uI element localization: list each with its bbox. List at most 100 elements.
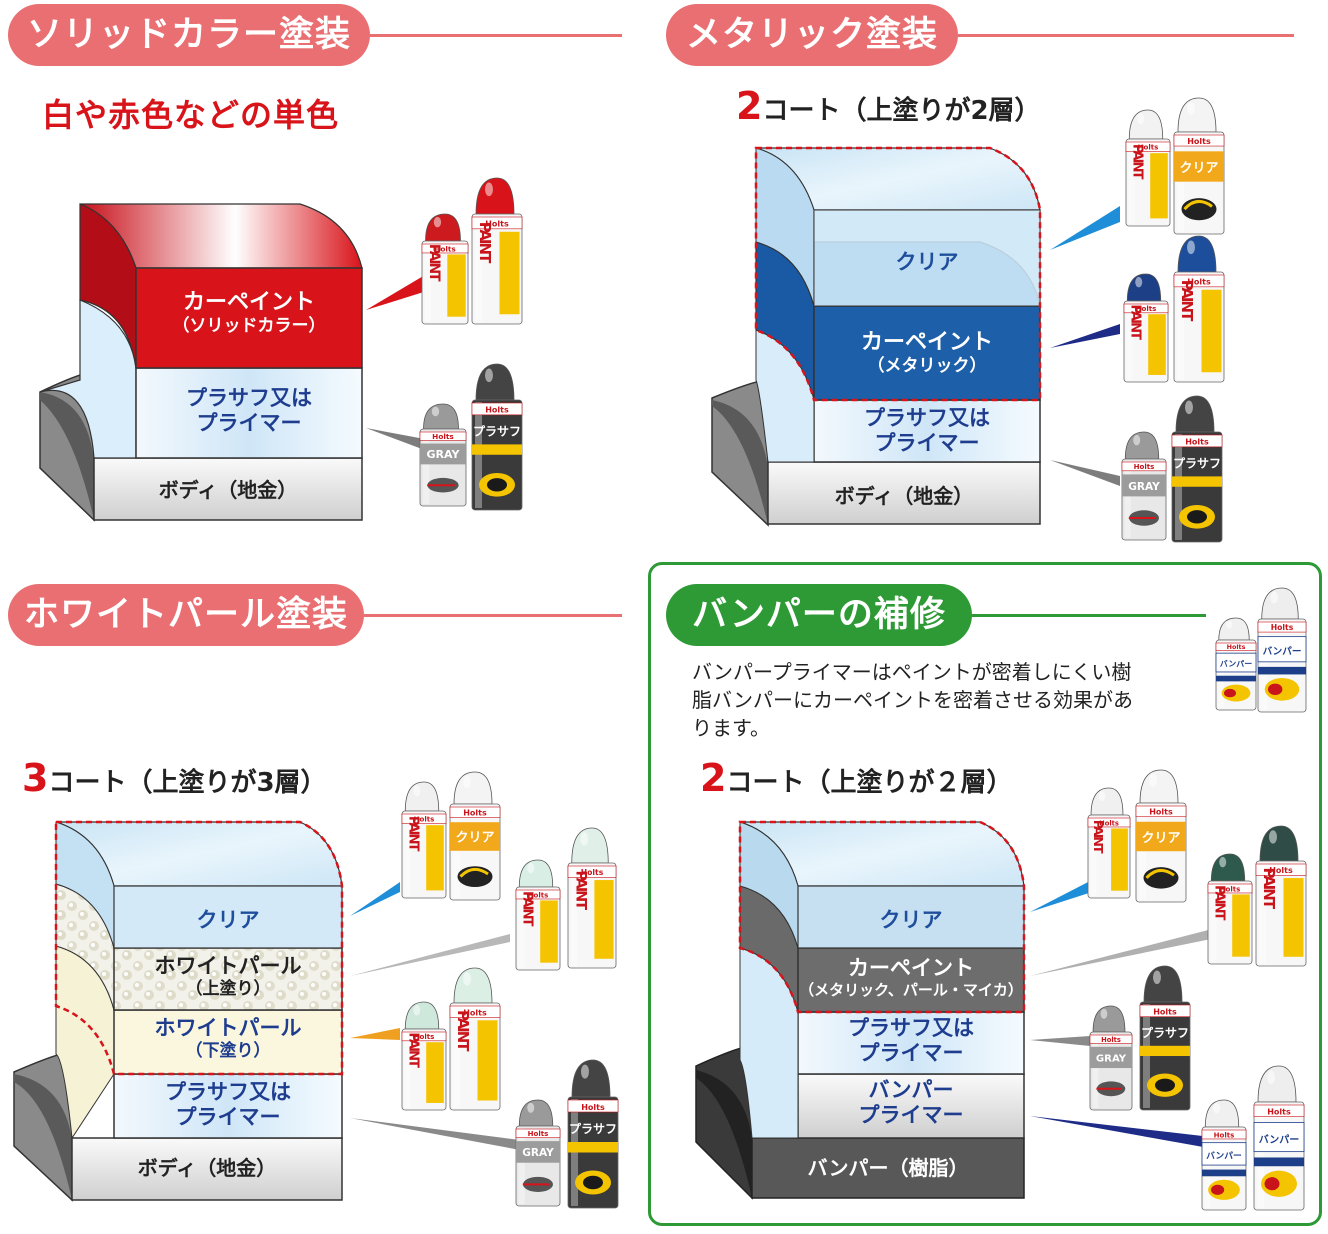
bumper-prasafu-can-label: プラサフ (1141, 1025, 1189, 1040)
bumper-small-clear-can-brand: Holts (1099, 819, 1119, 827)
bumper-small-primer-can-top-label: バンパー (1220, 658, 1252, 668)
solid-prasafu-can-brand: Holts (485, 406, 509, 415)
solid-body-curve (40, 392, 94, 520)
metallic-body-label: ボディ（地金） (834, 484, 974, 508)
bumper-large-primer-can: Holts バンパー (1253, 1065, 1305, 1211)
bumper-prasafu-can-brand: Holts (1153, 1007, 1177, 1016)
metallic-section-header: メタリック塗装 (666, 4, 958, 66)
solid-layer-diagram (39, 203, 430, 522)
pearl-layer-diagram (13, 820, 520, 1202)
solid-primer-label: プラサフ又はプライマー (186, 386, 312, 436)
pearl-clear-can-brand: Holts (463, 808, 487, 817)
metallic-small-blue-can-brand: Holts (1136, 304, 1157, 313)
bumper-large-green-can-brand: Holts (1269, 866, 1293, 875)
solid-body-front (93, 457, 363, 521)
solid-large-red-can-label: PAINT (476, 222, 494, 264)
bumper-large-primer-can-top-brand: Holts (1271, 623, 1294, 632)
pearl-large-base-can-brand: Holts (463, 1008, 487, 1017)
bumper-large-primer-can-brand: Holts (1267, 1107, 1291, 1116)
solid-prasafu-can-label: プラサフ (473, 424, 521, 439)
pearl-small-clear-can-brand: Holts (414, 815, 435, 824)
bumper-small-primer-can-top: Holts バンパー (1215, 617, 1257, 711)
metallic-small-clear-can-label: PAINT (1130, 144, 1145, 180)
bumper-large-green-can-label: PAINT (1260, 867, 1278, 909)
bumper-small-primer-can-brand: Holts (1214, 1130, 1235, 1139)
bumper-description: バンパープライマーはペイントが密着しにくい樹 脂バンパーにカーペイントを密着させ… (692, 660, 1133, 740)
solid-small-red-can-label: PAINT (426, 244, 442, 282)
bumper-gray-primer-can-label: GRAY (1096, 1054, 1127, 1065)
metallic-coat-heading: 2コート（上塗りが2層） (736, 84, 1041, 128)
bumper-clear-can-brand: Holts (1149, 808, 1173, 817)
pearl-gray-primer-can-brand: Holts (528, 1129, 549, 1138)
bumper-coat-heading: 2コート（上塗りが２層） (700, 756, 1013, 800)
bumper-clear-label: クリア (879, 908, 943, 932)
metallic-layer-diagram (711, 146, 1120, 527)
bumper-small-primer-can-top-brand: Holts (1227, 643, 1246, 651)
metallic-primer-label: プラサフ又はプライマー (864, 406, 990, 456)
pearl-large-top-can-brand: Holts (581, 868, 604, 877)
solid-carpaint-front (135, 267, 363, 369)
pearl-small-top-can-brand: Holts (528, 890, 549, 899)
solid-primer-front (135, 367, 363, 459)
solid-header-rule (370, 34, 622, 37)
bumper-layer-diagram (695, 820, 1220, 1200)
metallic-large-blue-can-label: PAINT (1178, 280, 1196, 322)
solid-gray-primer-can-brand: Holts (432, 432, 454, 441)
pearl-coat-heading: 3コート（上塗りが3層） (22, 756, 327, 800)
pearl-large-top-can-label: PAINT (572, 870, 588, 910)
pearl-small-base-can-brand: Holts (414, 1032, 435, 1041)
metallic-gray-primer-can-label: GRAY (1128, 481, 1160, 493)
metallic-large-blue-can-brand: Holts (1187, 278, 1211, 287)
bumper-carpaint-label: カーペイント （メタリック、パール・マイカ） (799, 956, 1023, 1000)
pearl-clear-can-label: クリア (455, 831, 494, 846)
bumper-large-primer-can-label: バンパー (1259, 1134, 1300, 1146)
pearl-top-label: ホワイトパール （上塗り） (154, 954, 302, 1000)
metallic-header-rule (958, 34, 1294, 37)
bumper-small-clear-can-label: PAINT (1091, 820, 1106, 854)
solid-prasafu-can: Holts プラサフ (471, 363, 523, 511)
pearl-primer-label: プラサフ又はプライマー (165, 1080, 291, 1130)
metallic-small-blue-can-label: PAINT (1128, 304, 1143, 340)
pearl-base-label: ホワイトパール （下塗り） (154, 1016, 302, 1062)
pearl-small-base-can-label: PAINT (406, 1032, 421, 1068)
solid-pointer-carpaint (366, 272, 430, 310)
bumper-primer-label: プラサフ又はプライマー (848, 1016, 974, 1066)
metallic-prasafu-can-label: プラサフ (1173, 456, 1221, 471)
solid-carpaint-label: カーペイント （ソリッドカラー） (172, 290, 326, 337)
solid-section-header: ソリッドカラー塗装 (8, 4, 370, 66)
solid-body-label: ボディ（地金） (158, 478, 298, 502)
bumper-header-rule (972, 614, 1206, 617)
solid-large-red-can-brand: Holts (485, 220, 509, 229)
solid-primer-side (39, 299, 137, 459)
metallic-carpaint-label: カーペイント （メタリック） (860, 330, 993, 377)
bumper-small-green-can-brand: Holts (1220, 884, 1241, 893)
pearl-gray-primer-can-label: GRAY (522, 1147, 554, 1159)
pearl-clear-label: クリア (196, 908, 260, 932)
pearl-header-rule (364, 614, 622, 617)
pearl-large-base-can-label: PAINT (454, 1010, 472, 1052)
solid-gray-primer-can-label: GRAY (426, 448, 460, 461)
pearl-small-top-can-label: PAINT (520, 891, 535, 927)
solid-pointer-primer (366, 428, 430, 452)
pearl-prasafu-can-brand: Holts (581, 1103, 605, 1112)
metallic-gray-primer-can-brand: Holts (1134, 462, 1155, 471)
metallic-clear-can-label: クリア (1179, 161, 1218, 176)
bumper-small-green-can-label: PAINT (1212, 885, 1227, 921)
